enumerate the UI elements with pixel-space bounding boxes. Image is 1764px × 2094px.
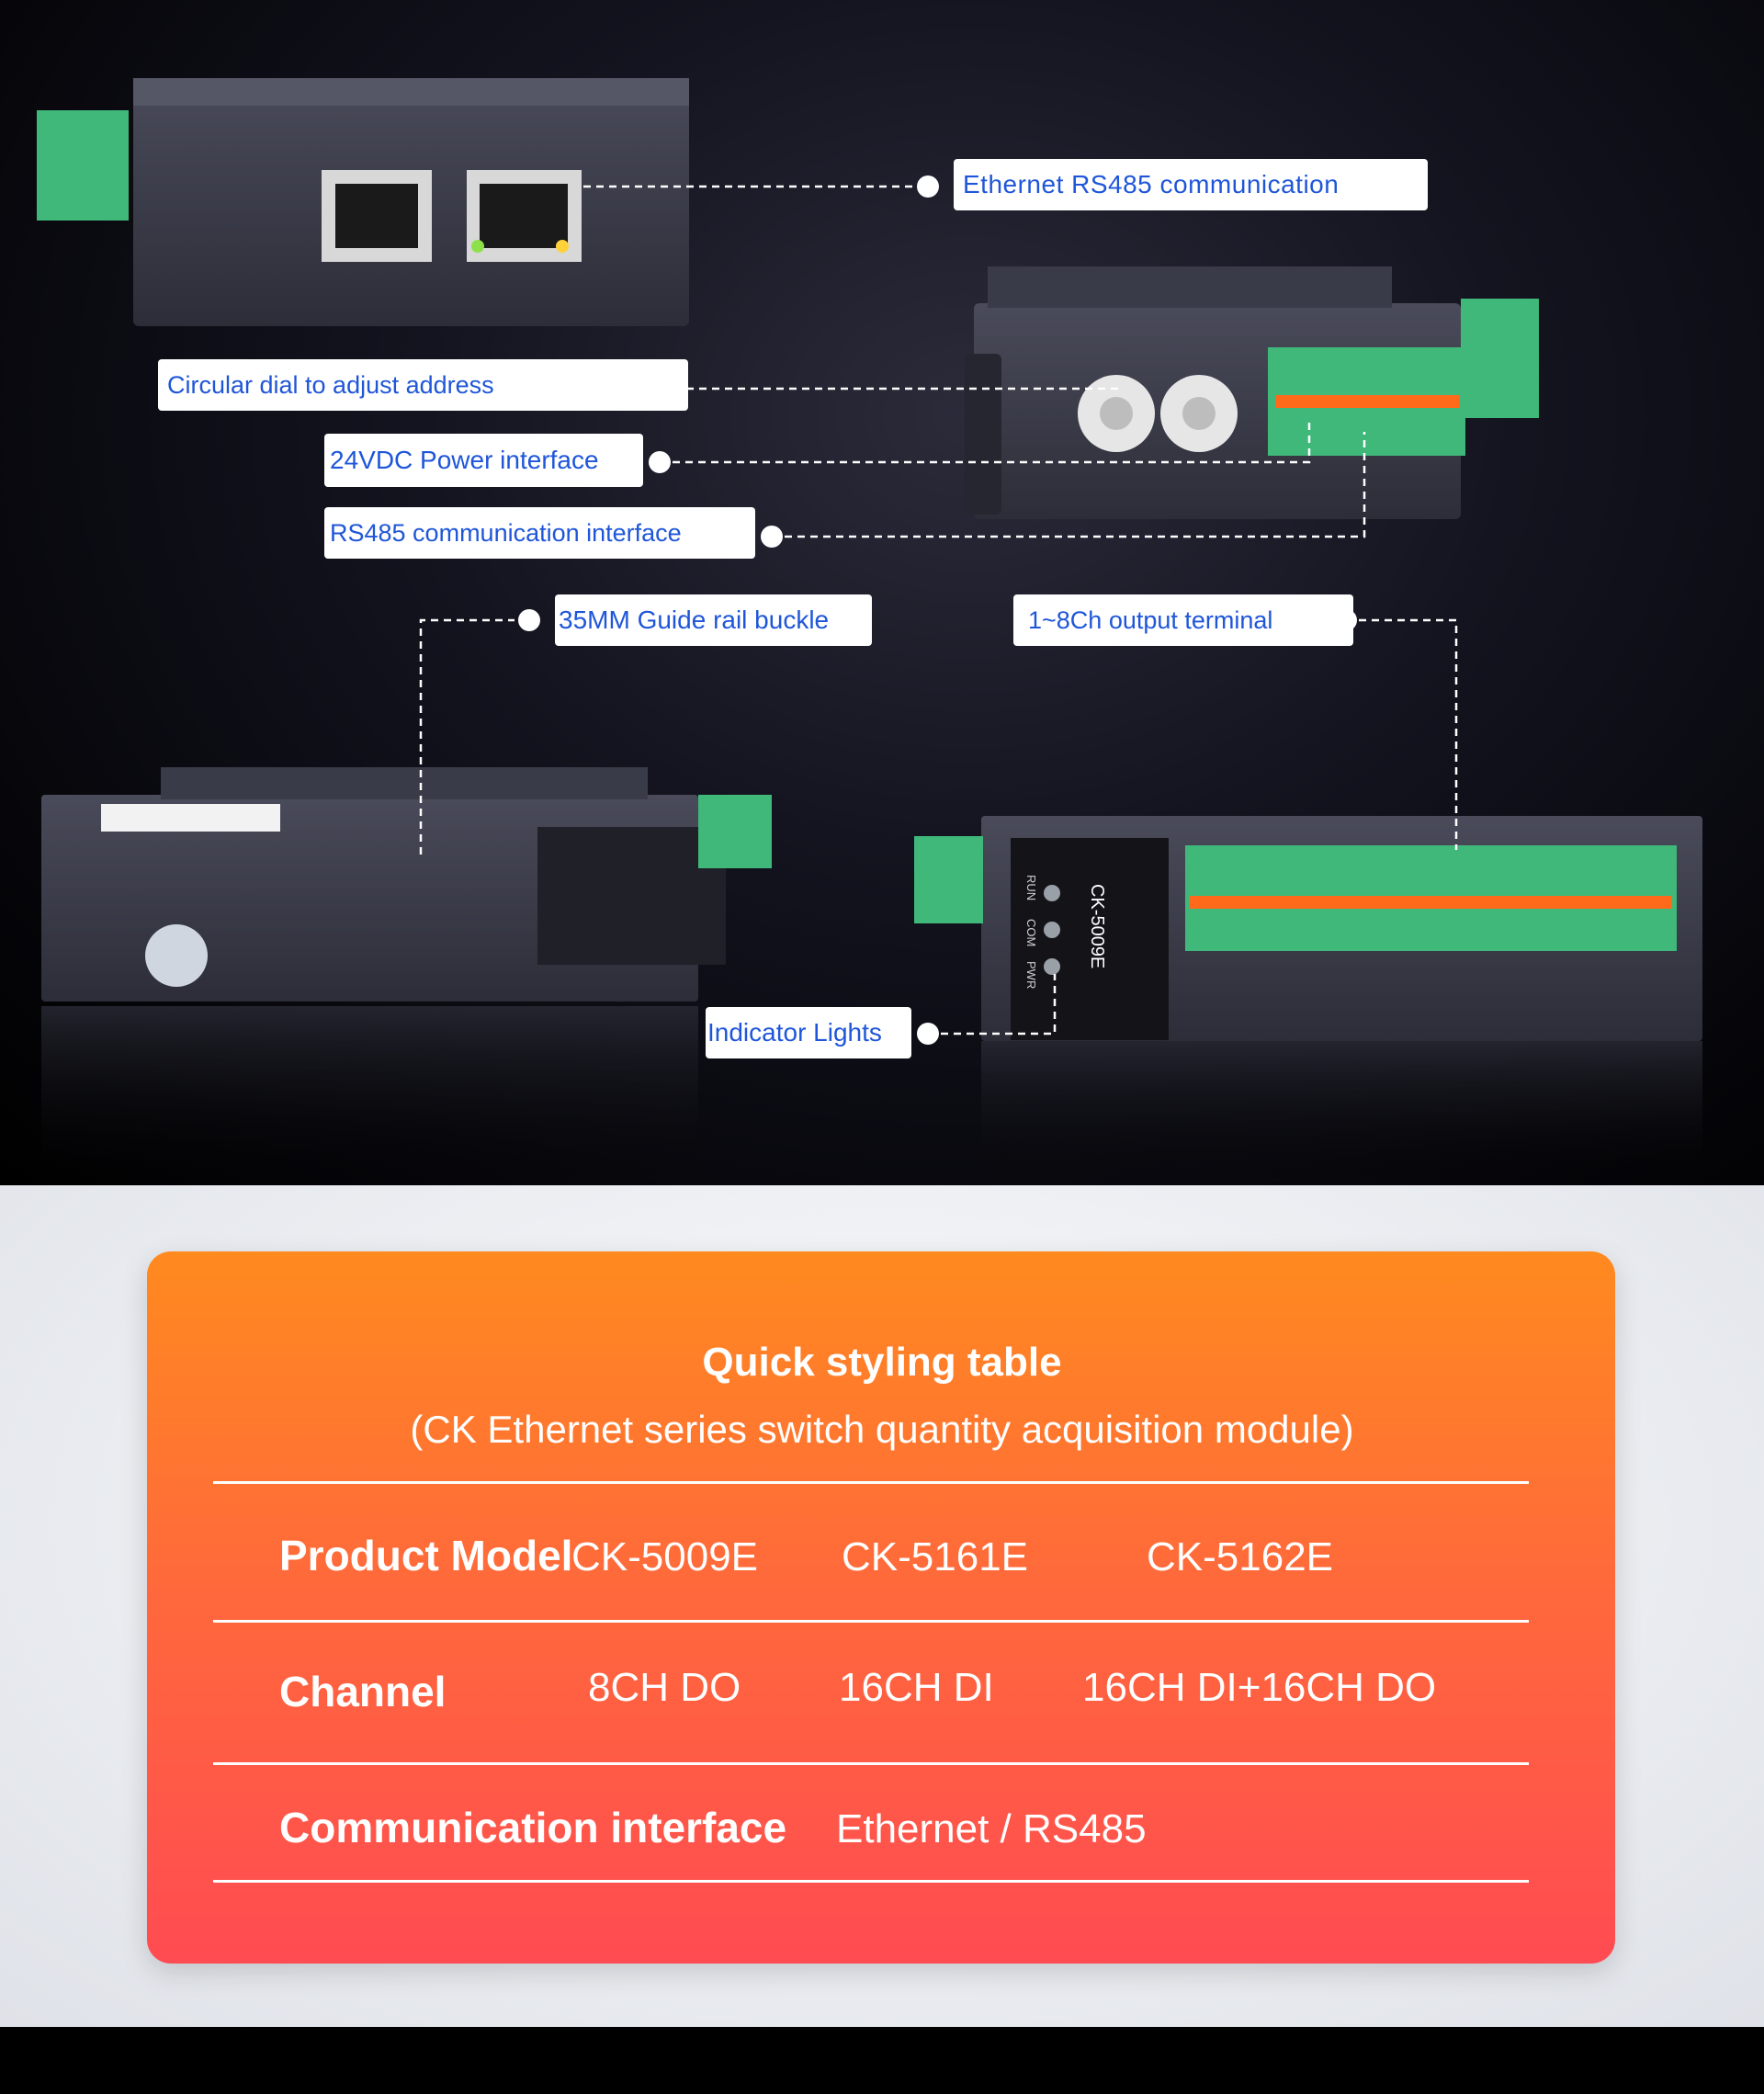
callout-indicator-lights: Indicator Lights [706, 1007, 911, 1058]
cell-model-3: CK-5162E [1147, 1534, 1334, 1579]
spec-table-title: Quick styling table [702, 1340, 1062, 1385]
led-label-com: COM [1024, 919, 1038, 946]
callout-power-interface: 24VDC Power interface [324, 434, 643, 487]
device-model-label: CK-5009E [1087, 884, 1107, 968]
table-divider [213, 1880, 1529, 1883]
row-label-communication-interface: Communication interface [279, 1804, 787, 1851]
row-label-channel: Channel [279, 1668, 447, 1715]
led-label-pwr: PWR [1024, 961, 1038, 989]
spec-card [147, 1251, 1615, 1964]
cell-channel-2: 16CH DI [839, 1665, 994, 1710]
table-divider [213, 1620, 1529, 1623]
device-rail-side [41, 767, 772, 1185]
device-ethernet-side [37, 78, 689, 326]
table-divider [213, 1762, 1529, 1765]
led-label-run: RUN [1024, 875, 1038, 900]
device-dial-side [965, 266, 1539, 519]
callout-guide-rail: 35MM Guide rail buckle [555, 594, 872, 646]
callout-output-terminal: 1~8Ch output terminal [1013, 594, 1353, 646]
table-divider [213, 1481, 1529, 1484]
device-illustration: CK-5009E RUN COM PWR [37, 78, 1702, 1185]
cell-model-1: CK-5009E [571, 1534, 759, 1579]
bottom-bar [0, 2027, 1764, 2094]
spec-table-subtitle: (CK Ethernet series switch quantity acqu… [410, 1408, 1354, 1451]
callout-rs485-interface: RS485 communication interface [324, 507, 755, 559]
callout-circular-dial: Circular dial to adjust address [158, 359, 688, 411]
cell-channel-3: 16CH DI+16CH DO [1082, 1665, 1437, 1710]
cell-channel-1: 8CH DO [588, 1665, 741, 1710]
callout-ethernet-rs485: Ethernet RS485 communication [954, 159, 1428, 210]
device-front-side [914, 816, 1702, 1185]
product-photo: CK-5009E RUN COM PWR [0, 0, 1764, 1185]
row-label-product-model: Product Model [279, 1532, 573, 1579]
cell-model-2: CK-5161E [842, 1534, 1029, 1579]
cell-communication-1: Ethernet / RS485 [836, 1806, 1147, 1851]
